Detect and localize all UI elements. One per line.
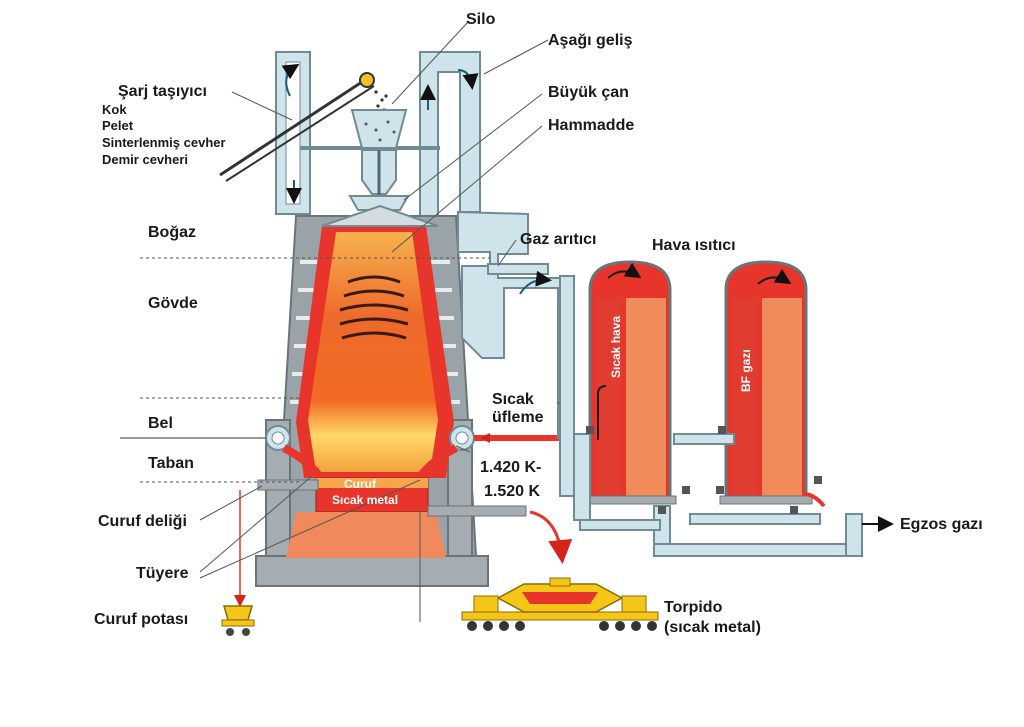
slag-ladle-icon xyxy=(221,605,255,636)
label-curuf-deligi: Curuf deliği xyxy=(98,513,187,530)
label-kok: Kok xyxy=(102,102,127,117)
label-bel: Bel xyxy=(148,415,173,432)
charge-conveyor xyxy=(219,72,388,182)
label-hammadde: Hammadde xyxy=(548,117,634,134)
label-hava-isitici: Hava ısıtıcı xyxy=(652,237,736,254)
label-temp-2: 1.520 K xyxy=(484,483,540,500)
label-buyuk-can: Büyük çan xyxy=(548,84,629,101)
label-asagi-gelis: Aşağı geliş xyxy=(548,32,633,49)
label-bogaz: Boğaz xyxy=(148,224,196,241)
furnace-shaft xyxy=(286,204,454,558)
label-curuf-potasi: Curuf potası xyxy=(94,611,188,628)
valve-icons xyxy=(586,426,822,514)
label-gaz-artici: Gaz arıtıcı xyxy=(520,231,596,248)
label-torpido-sub: (sıcak metal) xyxy=(664,619,761,636)
label-taban: Taban xyxy=(148,455,194,472)
label-tuyere: Tüyere xyxy=(136,565,189,582)
conveyor-pulley-icon xyxy=(359,72,375,88)
gas-cleaner xyxy=(457,210,575,497)
label-sicak-metal: Sıcak metal xyxy=(332,493,398,507)
silo-hopper xyxy=(300,109,440,211)
label-sicak-hava: Sıcak hava xyxy=(609,316,623,378)
label-bf-gazi: BF gazı xyxy=(739,349,753,392)
label-sicak: Sıcak xyxy=(492,391,534,408)
stove-1 xyxy=(583,260,677,505)
skip-hoist-frame xyxy=(275,51,311,215)
label-govde: Gövde xyxy=(148,295,198,312)
label-silo: Silo xyxy=(466,11,496,28)
label-demir-cevheri: Demir cevheri xyxy=(102,152,188,167)
downcomer-frame xyxy=(419,51,481,223)
label-curuf: Curuf xyxy=(344,477,377,491)
label-sinterlenmis-cevher: Sinterlenmiş cevher xyxy=(102,135,226,150)
label-pelet: Pelet xyxy=(102,118,134,133)
leader-lines xyxy=(140,21,549,622)
stove-2 xyxy=(719,260,813,505)
slag-runner xyxy=(257,479,319,491)
label-torpido: Torpido xyxy=(664,599,723,616)
label-sarj-tasiyici: Şarj taşıyıcı xyxy=(118,83,207,100)
label-ufleme: üfleme xyxy=(492,409,544,426)
metal-runner xyxy=(427,505,527,517)
torpedo-car-icon xyxy=(461,577,659,631)
stove-piping xyxy=(573,433,863,557)
tuyere-ring-left xyxy=(265,425,322,477)
label-temp-1: 1.420 K- xyxy=(480,459,541,476)
label-egzos-gazi: Egzos gazı xyxy=(900,516,983,533)
